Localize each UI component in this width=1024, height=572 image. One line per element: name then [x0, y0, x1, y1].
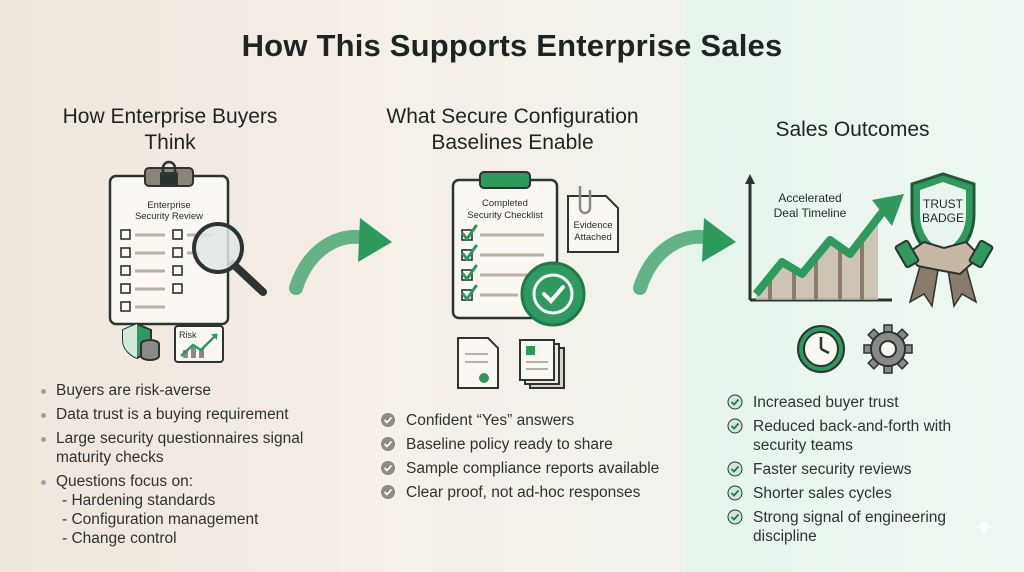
bullet-text: Reduced back-and-forth with security tea…: [753, 418, 952, 454]
growth-chart-icon: [745, 174, 904, 302]
list-item: Shorter sales cycles: [727, 484, 997, 503]
evidence-label-line: Attached: [574, 232, 612, 243]
outcomes-bullet-list: Increased buyer trust Reduced back-and-f…: [727, 393, 997, 551]
bullet-text: Shorter sales cycles: [753, 485, 892, 502]
risk-chart-icon: Risk: [174, 325, 224, 363]
flow-arrow-icon: [289, 218, 392, 295]
bullet-text: Faster security reviews: [753, 461, 912, 478]
check-circle-icon: [727, 418, 743, 434]
checklist-illustration: Completed Security Checklist Evidence At…: [451, 171, 619, 389]
checklist-title-line: Completed: [482, 198, 528, 209]
clipboard-title-line: Enterprise: [147, 200, 190, 211]
checkmark-badge-icon: [520, 261, 586, 327]
page-title: How This Supports Enterprise Sales: [241, 28, 783, 63]
list-item: Confident “Yes” answers: [380, 411, 670, 430]
clipboard-title-line: Security Review: [135, 211, 203, 222]
security-review-illustration: Enterprise Security Review Risk: [108, 160, 267, 363]
document-stack-icon: [519, 339, 565, 389]
document-icon: [457, 337, 499, 389]
list-item: Clear proof, not ad-hoc responses: [380, 483, 670, 502]
trust-badge-icon: [908, 172, 978, 308]
flow-arrow-icon: [633, 218, 736, 295]
list-item: Strong signal of engineering discipline: [727, 508, 997, 546]
check-circle-icon: [727, 394, 743, 410]
check-circle-icon: [381, 437, 395, 451]
focus-item: - Configuration management: [62, 511, 259, 528]
bullet-text: Sample compliance reports available: [406, 460, 660, 477]
bullet-text: Confident “Yes” answers: [406, 412, 575, 429]
list-item-focus: Questions focus on: - Hardening standard…: [38, 472, 328, 548]
list-item: Data trust is a buying requirement: [38, 405, 328, 424]
check-circle-icon: [381, 461, 395, 475]
check-circle-icon: [727, 509, 743, 525]
bullet-text: Baseline policy ready to share: [406, 436, 613, 453]
lock-icon: [160, 160, 178, 186]
list-item: Reduced back-and-forth with security tea…: [727, 417, 997, 455]
bullet-text: Strong signal of engineering discipline: [753, 509, 947, 545]
chart-label-line: Deal Timeline: [774, 206, 847, 220]
column-heading-baselines: What Secure Configuration Baselines Enab…: [386, 105, 639, 154]
evidence-label-line: Evidence: [573, 220, 612, 231]
check-circle-icon: [381, 485, 395, 499]
evidence-card: Evidence Attached: [567, 195, 619, 253]
badge-label-line: TRUST: [923, 197, 964, 211]
outcomes-illustration: Accelerated Deal Timeline TRUST BADGE: [745, 172, 994, 308]
check-circle-icon: [381, 413, 395, 427]
focus-item: - Change control: [62, 530, 177, 547]
database-icon: [140, 339, 160, 361]
clock-icon: [797, 325, 845, 373]
list-item: Sample compliance reports available: [380, 459, 670, 478]
buyers-bullet-list: Buyers are risk-averse Data trust is a b…: [38, 381, 328, 553]
magnifier-icon: [192, 222, 267, 296]
checklist-title-line: Security Checklist: [467, 210, 543, 221]
paperclip-icon: [578, 186, 592, 215]
bullet-text: Clear proof, not ad-hoc responses: [406, 484, 641, 501]
list-item: Buyers are risk-averse: [38, 381, 328, 400]
focus-label: Questions focus on:: [56, 473, 193, 490]
focus-item: - Hardening standards: [62, 492, 216, 509]
list-item: Large security questionnaires signal mat…: [38, 429, 328, 467]
list-item: Baseline policy ready to share: [380, 435, 670, 454]
list-item: Faster security reviews: [727, 460, 997, 479]
sparkle-icon: [972, 515, 996, 539]
risk-card-label: Risk: [179, 330, 197, 340]
list-item: Increased buyer trust: [727, 393, 997, 412]
check-circle-icon: [727, 485, 743, 501]
chart-label-line: Accelerated: [778, 191, 841, 205]
column-heading-outcomes: Sales Outcomes: [775, 118, 930, 141]
badge-label-line: BADGE: [922, 211, 964, 225]
baselines-bullet-list: Confident “Yes” answers Baseline policy …: [380, 411, 670, 507]
handshake-icon: [894, 239, 994, 276]
bullet-text: Increased buyer trust: [753, 394, 899, 411]
check-circle-icon: [727, 461, 743, 477]
column-heading-buyers: How Enterprise Buyers Think: [62, 105, 278, 154]
gear-icon: [863, 324, 913, 374]
